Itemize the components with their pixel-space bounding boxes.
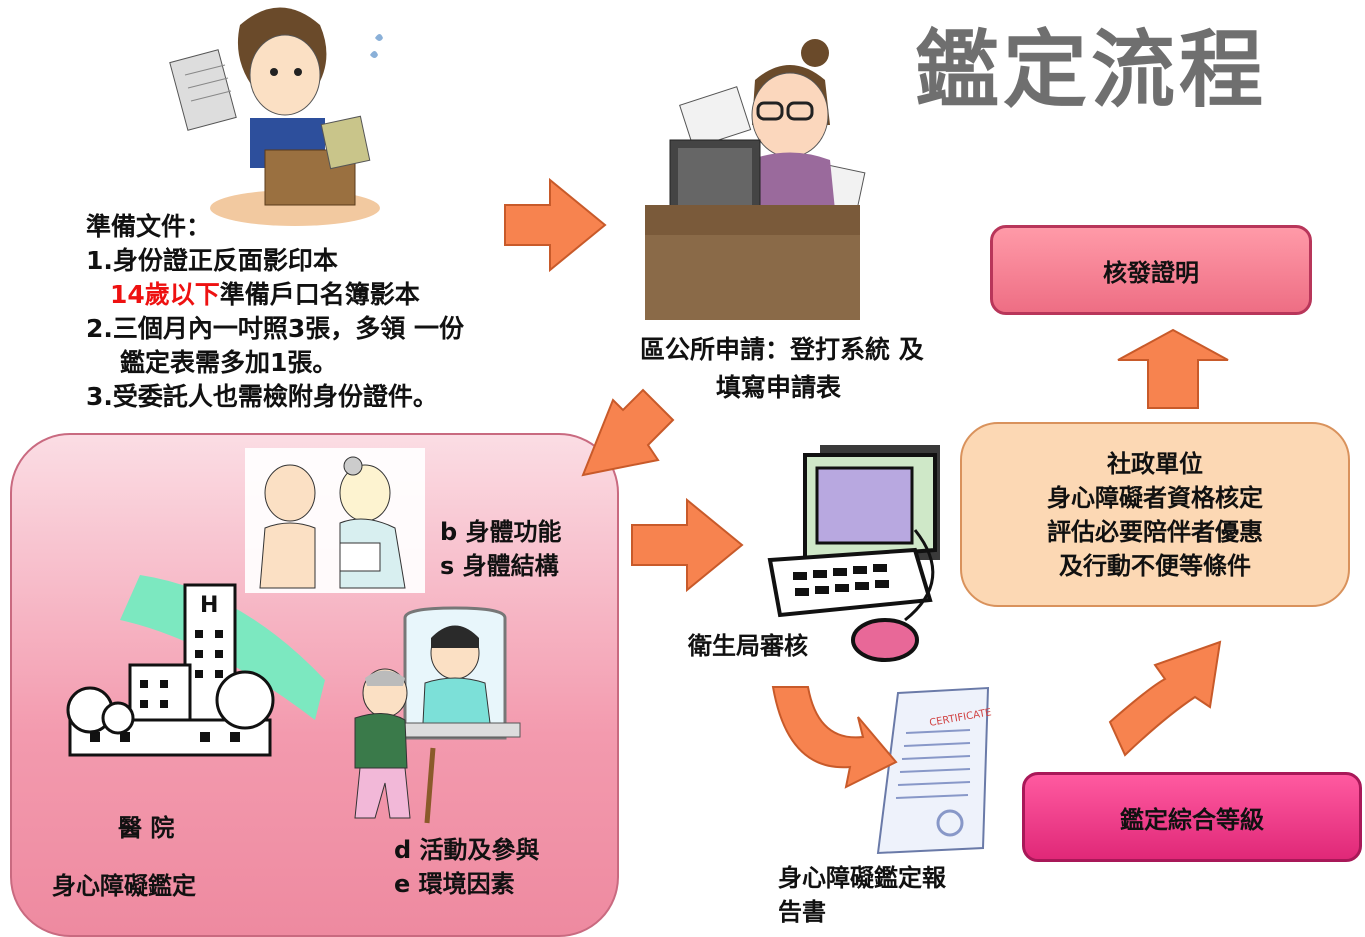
household-register-text: 準備戶口名簿影本 [219,280,420,309]
documents-item-3: 3.受委託人也需檢附身份證件。 [86,382,438,411]
overall-grade-box: 鑑定綜合等級 [1022,772,1362,862]
report-line-1: 身心障礙鑑定報 [778,864,946,892]
counter-illustration [354,606,521,824]
documents-list: 準備文件： 1.身份證正反面影印本 14歲以下準備戶口名簿影本 2.三個月內一吋… [86,210,464,414]
svg-text:H: H [200,593,218,618]
social-line-4: 及行動不便等條件 [1059,551,1251,580]
computer-illustration [767,445,940,662]
social-line-1: 社政單位 [1107,449,1203,478]
arrow-to-social [1108,640,1222,757]
certificate-illustration: CERTIFICATE [876,686,992,855]
hospital-building-illustration: H [66,575,325,757]
doctor-exam-illustration [245,448,425,593]
social-affairs-box: 社政單位 身心障礙者資格核定 評估必要陪伴者優惠 及行動不便等條件 [960,422,1350,607]
arrow-to-issue [1117,328,1229,409]
social-line-2: 身心障礙者資格核定 [1047,483,1263,512]
arrow-to-office [504,177,607,273]
page-title: 鑑定流程 [915,21,1268,119]
district-office-line-1: 區公所申請：登打系統 及 [640,335,924,364]
documents-item-2-cont: 鑑定表需多加1張。 [120,348,338,377]
activity-participation-label: d 活動及參與 [394,836,540,864]
arrow-to-hospital [581,388,675,477]
arrow-to-report [771,686,898,789]
documents-item-1-note: 14歲以下準備戶口名簿影本 [86,278,464,312]
body-function-label: b 身體功能 [440,518,562,546]
hospital-label: 醫 院 [118,814,175,842]
documents-item-1: 1.身份證正反面影印本 [86,246,338,275]
arrow-to-health-bureau [631,497,744,593]
health-bureau-label: 衛生局審核 [688,632,808,660]
age-limit-text: 14歲以下 [110,280,220,309]
report-line-2: 告書 [778,898,826,926]
documents-heading: 準備文件： [86,212,212,241]
social-line-3: 評估必要陪伴者優惠 [1047,517,1263,546]
applicant-illustration [169,7,383,226]
office-worker-illustration [645,39,866,320]
disability-assessment-label: 身心障礙鑑定 [52,872,196,900]
issue-certificate-box: 核發證明 [990,225,1312,315]
documents-item-2: 2.三個月內一吋照3張，多領 一份 [86,314,464,343]
environment-factors-label: e 環境因素 [394,870,515,898]
district-office-line-2: 填寫申請表 [716,373,842,402]
body-structure-label: s 身體結構 [440,552,559,580]
